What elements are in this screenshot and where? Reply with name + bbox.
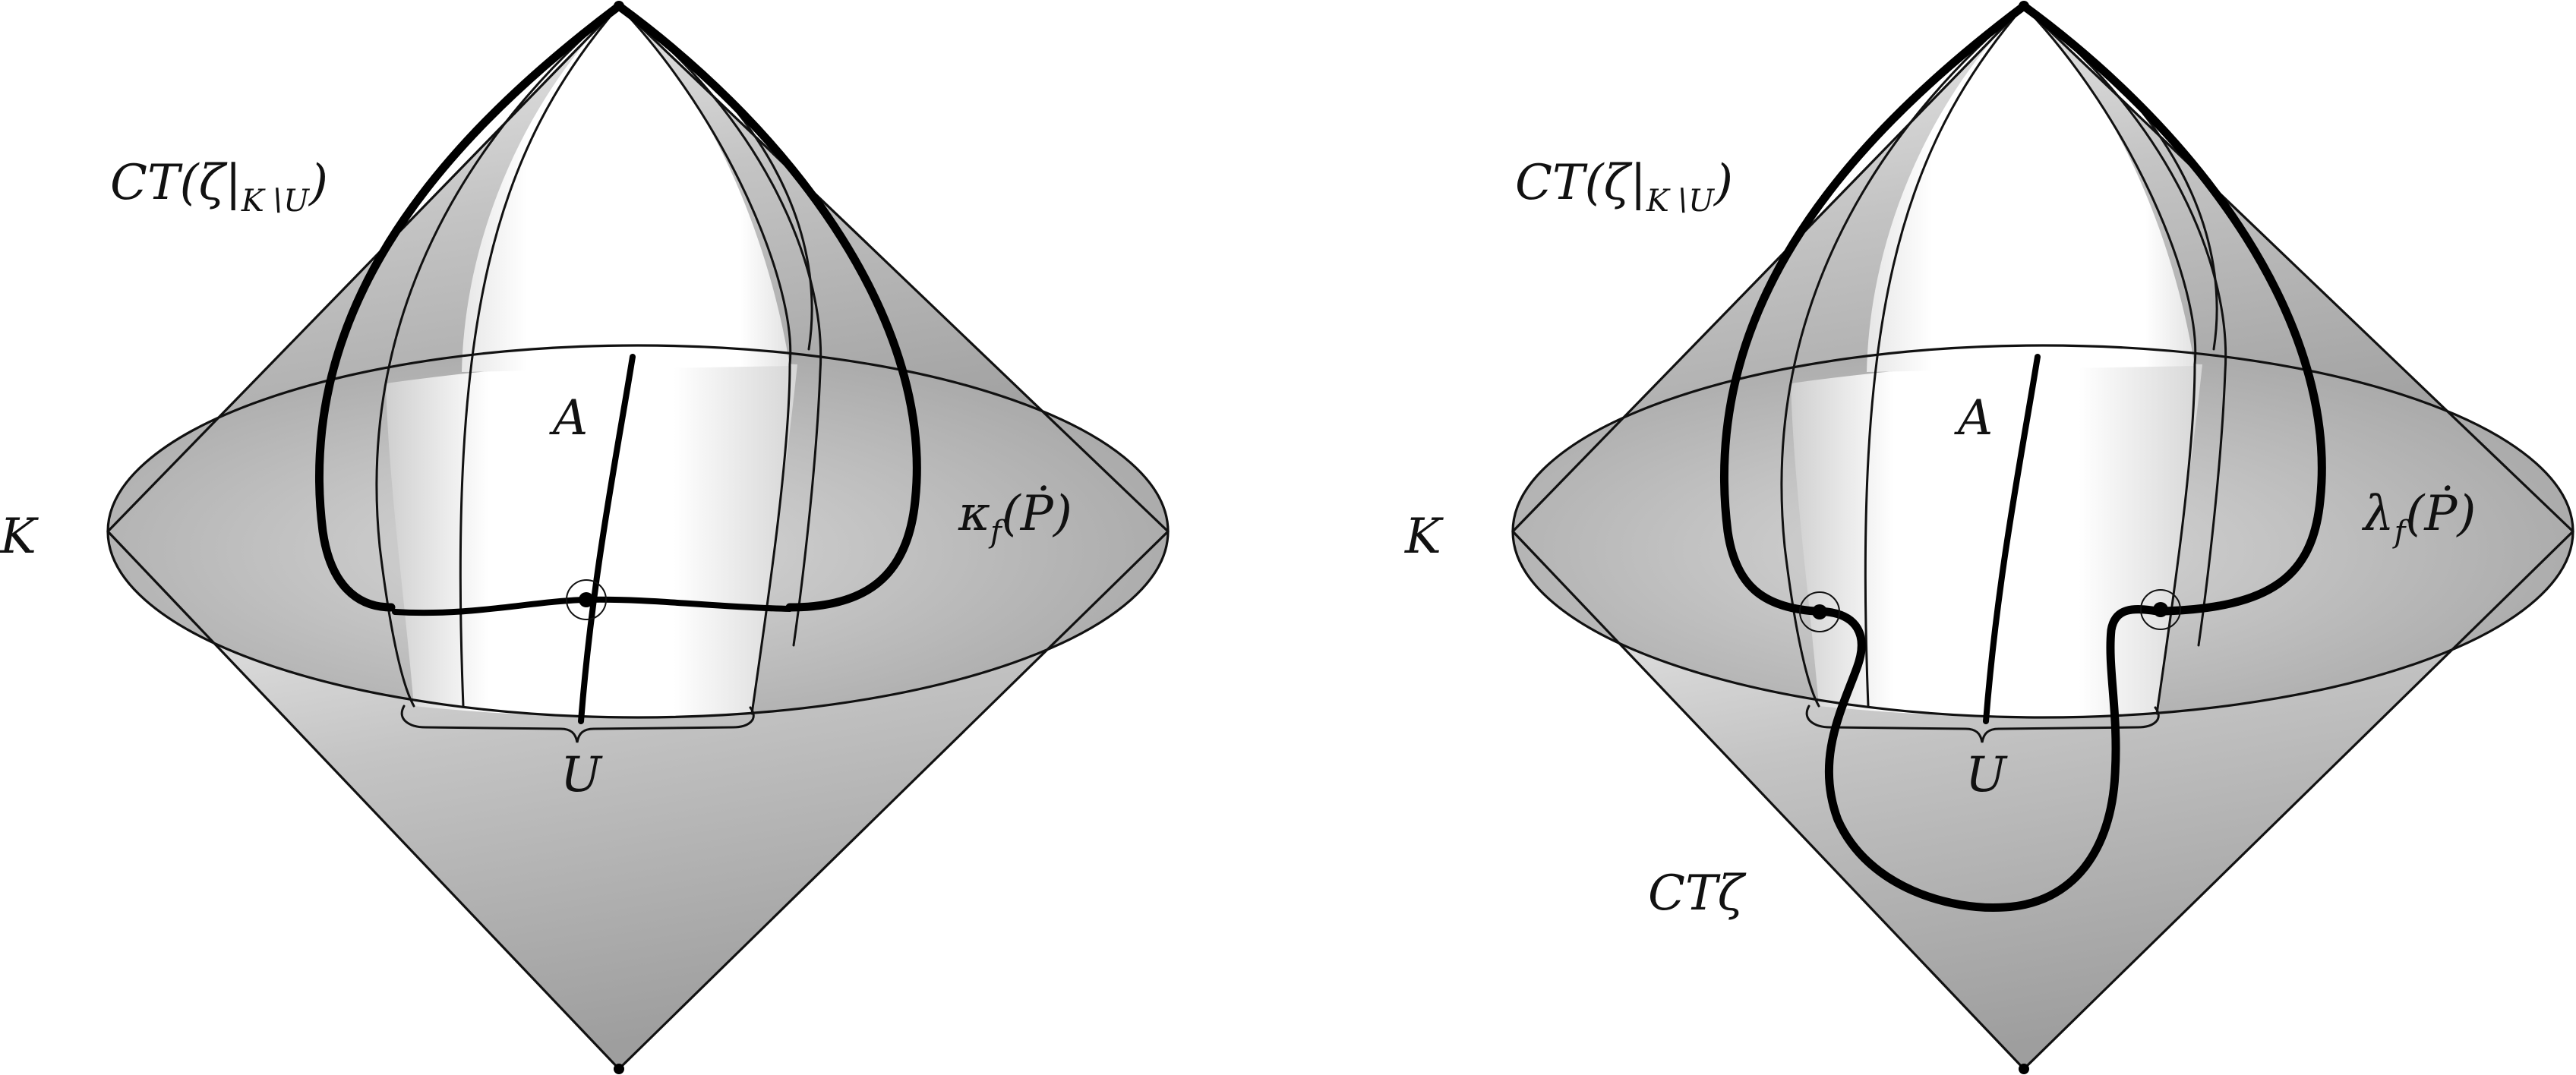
- panel-left: CT(ζ|K∖U) K A U κf(Ṗ): [0, 1, 1170, 1074]
- lambda-loop-right: [2019, 2, 2326, 616]
- apex-dot-right: [2019, 1, 2029, 11]
- label-a-right: A: [1954, 390, 1993, 446]
- marked-point-ring-left: [1799, 591, 1840, 632]
- bottom-dot-right: [2019, 1064, 2029, 1074]
- label-k-left: K: [0, 509, 39, 565]
- label-u-left: U: [560, 747, 603, 803]
- vertical-curve-a-right: [1983, 354, 2041, 724]
- bottom-dot-left: [614, 1064, 624, 1074]
- label-a-left: A: [549, 390, 588, 446]
- marked-point-left: [1812, 604, 1827, 619]
- label-u-right: U: [1965, 747, 2008, 803]
- marked-point-right: [2153, 602, 2168, 617]
- marked-point-ring: [566, 579, 607, 620]
- label-lambda: λf(Ṗ): [2361, 485, 2476, 550]
- marked-point: [579, 592, 594, 607]
- marked-point-ring-right: [2140, 589, 2181, 630]
- label-k-right: K: [1404, 509, 1444, 565]
- label-top-left: CT(ζ|K∖U): [110, 155, 328, 219]
- label-kappa: κf(Ṗ): [958, 485, 1072, 550]
- kappa-loop-right: [614, 2, 921, 612]
- label-cone: CTζ: [1648, 865, 1747, 922]
- apex-dot-left: [614, 1, 624, 11]
- kappa-loop-left: [315, 2, 623, 612]
- lambda-loop-left: [1720, 2, 2028, 616]
- vertical-curve-a: [578, 354, 636, 724]
- panel-right: CT(ζ|K∖U) K A U λf(Ṗ) CTζ: [1404, 1, 2574, 1074]
- lambda-lower-path: [1810, 605, 2161, 913]
- label-top-right: CT(ζ|K∖U): [1515, 155, 1733, 219]
